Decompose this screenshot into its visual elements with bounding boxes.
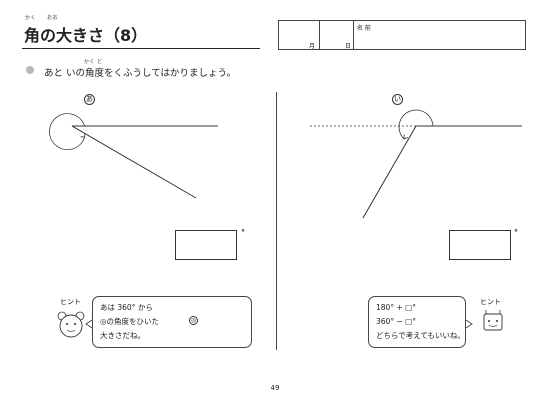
hint-left-line-2: ◎の角度をひいた (100, 317, 160, 326)
bubble-tail-left (85, 319, 93, 329)
instruction-ruby: かく ど (84, 59, 103, 65)
mark-i: い (392, 94, 403, 105)
hint-left-line-1: あは 360° から (100, 303, 153, 312)
mark-a: あ (84, 94, 95, 105)
instruction-bullet (26, 66, 34, 74)
hint-bubble-right (368, 296, 466, 348)
name-date-box: 月 日 名 前 (278, 20, 526, 50)
title-ruby-ooki: おお (47, 15, 59, 21)
hint-character-left (57, 311, 85, 338)
angle-i-figure (310, 109, 522, 219)
degree-unit-i: ° (514, 228, 518, 237)
center-divider (276, 92, 277, 350)
month-label: 月 (309, 43, 316, 50)
page-number: 49 (270, 384, 280, 392)
hint-right-line-2: 360° − □° (376, 317, 416, 326)
month-cell-divider (319, 21, 320, 49)
day-cell-divider (353, 21, 354, 49)
hint-character-right (483, 310, 503, 331)
title-ruby-kaku: かく (25, 15, 37, 21)
day-label: 日 (345, 43, 352, 50)
hint-bubble-left (92, 296, 252, 348)
hint-label-right: ヒント (480, 298, 501, 306)
answer-box-a[interactable] (175, 230, 237, 260)
title-underline (22, 48, 260, 49)
hint-label-left: ヒント (60, 298, 81, 306)
instruction-text: あと いの角度をくふうしてはかりましょう。 (44, 68, 236, 79)
answer-box-i[interactable] (449, 230, 511, 260)
hint-right-text: 180° + □° 360° − □° どちらで考えてもいいね。 (376, 301, 465, 343)
hint-left-text: あは 360° から ◎の角度をひいた 大きさだね。 (100, 301, 159, 343)
hint-right-line-1: 180° + □° (376, 303, 416, 312)
bubble-tail-right (465, 319, 473, 329)
angle-a-figure (49, 113, 218, 199)
name-label: 名 前 (357, 25, 371, 32)
hint-right-line-3: どちらで考えてもいいね。 (376, 331, 465, 340)
hint-left-line-3: 大きさだね。 (100, 331, 145, 340)
hint-inner-mark: ◎ (189, 316, 198, 325)
page-title: 角の大きさ（8） (24, 26, 148, 45)
title-ruby: かく おお (25, 14, 58, 21)
degree-unit-a: ° (241, 228, 245, 237)
